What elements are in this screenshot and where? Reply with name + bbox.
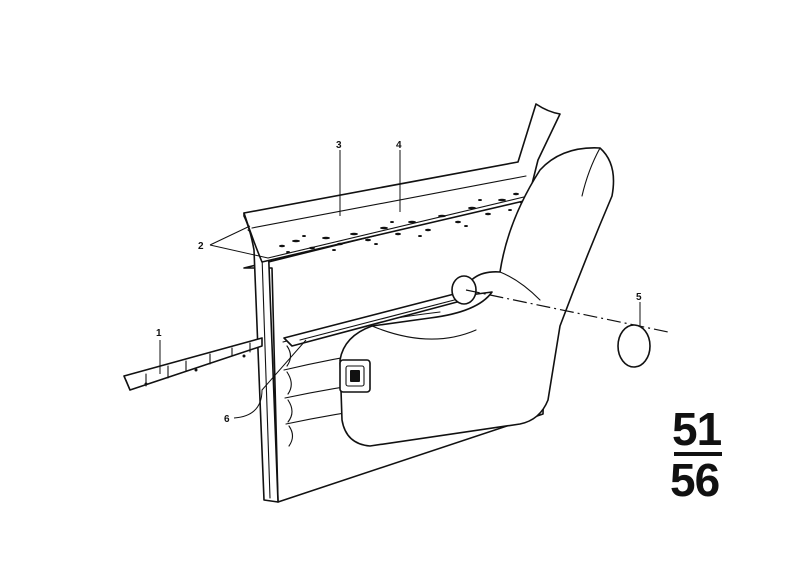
section-number: 51 56 (670, 403, 723, 506)
callout-3: 3 (336, 140, 342, 151)
upper-trim-strip (243, 103, 561, 263)
callout-2: 2 (198, 241, 204, 252)
callout-1: 1 (156, 328, 162, 339)
callout-5: 5 (636, 292, 642, 303)
section-number-top: 51 (672, 403, 722, 455)
callouts: 1 2 3 4 5 6 (156, 140, 642, 425)
callout-4: 4 (396, 140, 402, 151)
leader-lines (159, 150, 641, 419)
window-switch (339, 359, 371, 393)
armrest-end-cap (451, 275, 477, 305)
callout-6: 6 (224, 414, 230, 425)
trim-rail (123, 337, 263, 391)
section-number-bottom: 56 (670, 454, 719, 506)
cover-cap (617, 324, 651, 368)
armrest (339, 147, 615, 447)
inlay-texture (279, 192, 519, 253)
section-divider (674, 452, 722, 456)
